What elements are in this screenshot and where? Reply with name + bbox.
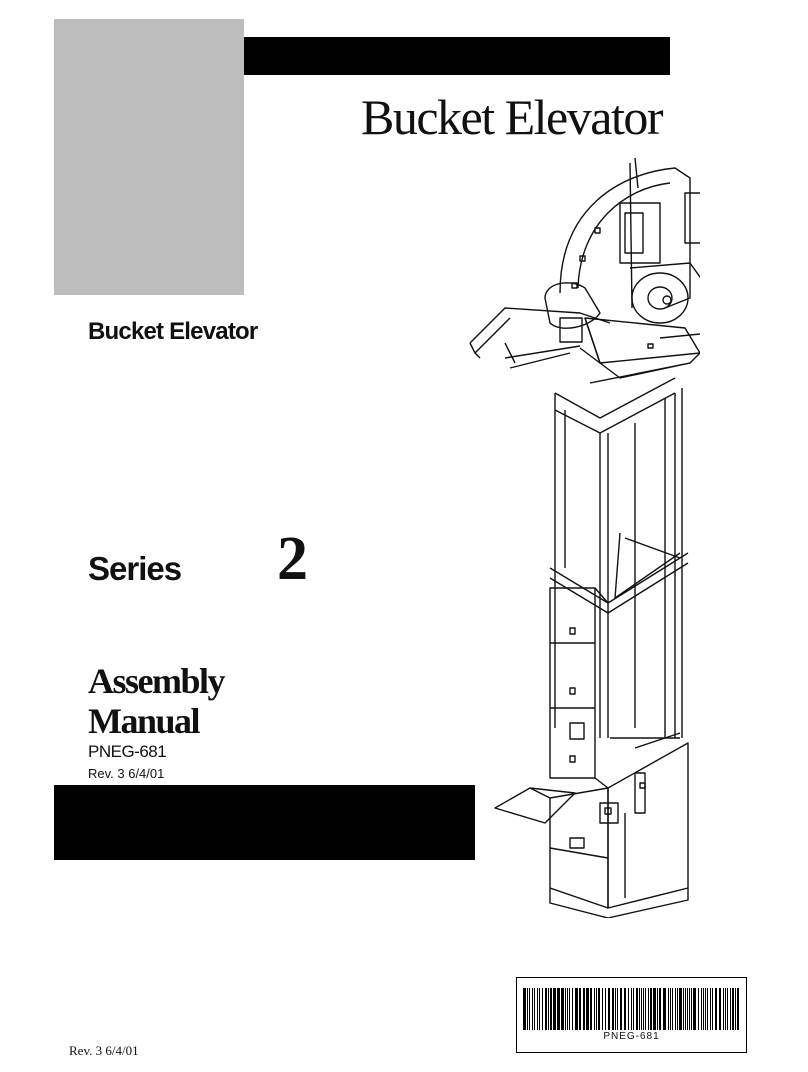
barcode-bar: [561, 988, 564, 1030]
barcode-bar: [641, 988, 642, 1030]
inspection-section: [549, 587, 596, 779]
barcode-bar: [663, 988, 666, 1030]
barcode-bar: [529, 988, 530, 1030]
service-platform: [469, 307, 611, 344]
barcode-bar: [705, 988, 706, 1030]
barcode-bar: [677, 988, 678, 1030]
barcode-bar: [523, 988, 526, 1030]
barcode-bar: [539, 988, 540, 1030]
revision-label: Rev. 3 6/4/01: [88, 766, 165, 781]
barcode-bar: [594, 988, 595, 1030]
barcode-bar: [598, 988, 600, 1030]
barcode-icon: [523, 988, 739, 1030]
barcode-bar: [612, 988, 614, 1030]
gray-accent-block: [54, 19, 244, 295]
footer-revision: Rev. 3 6/4/01: [69, 1043, 139, 1058]
barcode-bar: [645, 988, 646, 1030]
document-title-line1: Assembly: [88, 661, 226, 701]
barcode-bar: [575, 988, 578, 1030]
inlet-hopper: [494, 787, 576, 824]
barcode-bar: [572, 988, 573, 1030]
barcode-bar: [583, 988, 585, 1030]
barcode-bar: [605, 988, 606, 1030]
barcode-bar: [631, 988, 632, 1030]
barcode-bar: [628, 988, 629, 1030]
barcode-bar: [710, 988, 711, 1030]
barcode-bar: [707, 988, 708, 1030]
barcode-bar: [545, 988, 547, 1030]
barcode-bar: [679, 988, 682, 1030]
barcode-bar: [670, 988, 671, 1030]
barcode-bar: [725, 988, 726, 1030]
barcode-bar: [732, 988, 734, 1030]
barcode-bar: [643, 988, 644, 1030]
barcode-bar: [567, 988, 568, 1030]
barcode-bar: [693, 988, 696, 1030]
barcode-bar: [672, 988, 673, 1030]
barcode-bar: [553, 988, 556, 1030]
barcode-bar: [687, 988, 688, 1030]
barcode-bar: [617, 988, 618, 1030]
barcode-bar: [668, 988, 669, 1030]
barcode-text: PNEG-681: [603, 1031, 660, 1042]
bucket-elevator-illustration: [469, 157, 700, 918]
series-label: Series: [88, 550, 182, 587]
barcode-bar: [633, 988, 634, 1030]
drive-guard: [584, 317, 700, 364]
barcode-bar: [542, 988, 543, 1030]
barcode-bar: [698, 988, 699, 1030]
barcode-bar: [648, 988, 649, 1030]
barcode-bar: [532, 988, 533, 1030]
barcode-bar: [675, 988, 676, 1030]
barcode-bar: [527, 988, 528, 1030]
barcode-bar: [569, 988, 570, 1030]
barcode-bar: [586, 988, 589, 1030]
barcode-bar: [615, 988, 616, 1030]
barcode-bar: [624, 988, 626, 1030]
barcode-bar: [719, 988, 721, 1030]
barcode-bar: [557, 988, 560, 1030]
bottom-black-bar: [54, 785, 475, 860]
part-number: PNEG-681: [88, 742, 167, 761]
barcode-bar: [712, 988, 713, 1030]
barcode-bar: [691, 988, 692, 1030]
barcode-bar: [602, 988, 603, 1030]
document-title-line2: Manual: [88, 701, 201, 741]
barcode-bar: [636, 988, 638, 1030]
barcode-bar: [579, 988, 581, 1030]
barcode-bar: [723, 988, 724, 1030]
barcode-label: PNEG-681: [516, 977, 747, 1053]
barcode-bar: [689, 988, 690, 1030]
series-number: 2: [277, 525, 308, 593]
barcode-bar: [620, 988, 622, 1030]
product-subtitle: Bucket Elevator: [88, 318, 258, 345]
boot-section: [607, 742, 689, 909]
barcode-bar: [596, 988, 597, 1030]
barcode-bar: [659, 988, 661, 1030]
barcode-bar: [565, 988, 566, 1030]
barcode-bar: [650, 988, 652, 1030]
barcode-bar: [608, 988, 610, 1030]
barcode-bar: [685, 988, 686, 1030]
barcode-bar: [550, 988, 552, 1030]
barcode-bar: [730, 988, 731, 1030]
barcode-bar: [727, 988, 728, 1030]
head-hood: [559, 167, 691, 309]
barcode-bar: [639, 988, 640, 1030]
barcode-bar: [701, 988, 702, 1030]
barcode-bar: [737, 988, 739, 1030]
barcode-bar: [534, 988, 535, 1030]
barcode-bar: [537, 988, 538, 1030]
barcode-bar: [715, 988, 717, 1030]
page-title: Bucket Elevator: [361, 89, 664, 145]
barcode-bar: [548, 988, 549, 1030]
drive-motor: [544, 282, 601, 329]
top-black-bar: [244, 37, 670, 75]
barcode-bar: [653, 988, 656, 1030]
barcode-bar: [657, 988, 658, 1030]
barcode-bar: [590, 988, 592, 1030]
barcode-bar: [683, 988, 684, 1030]
barcode-bar: [735, 988, 736, 1030]
barcode-bar: [703, 988, 704, 1030]
